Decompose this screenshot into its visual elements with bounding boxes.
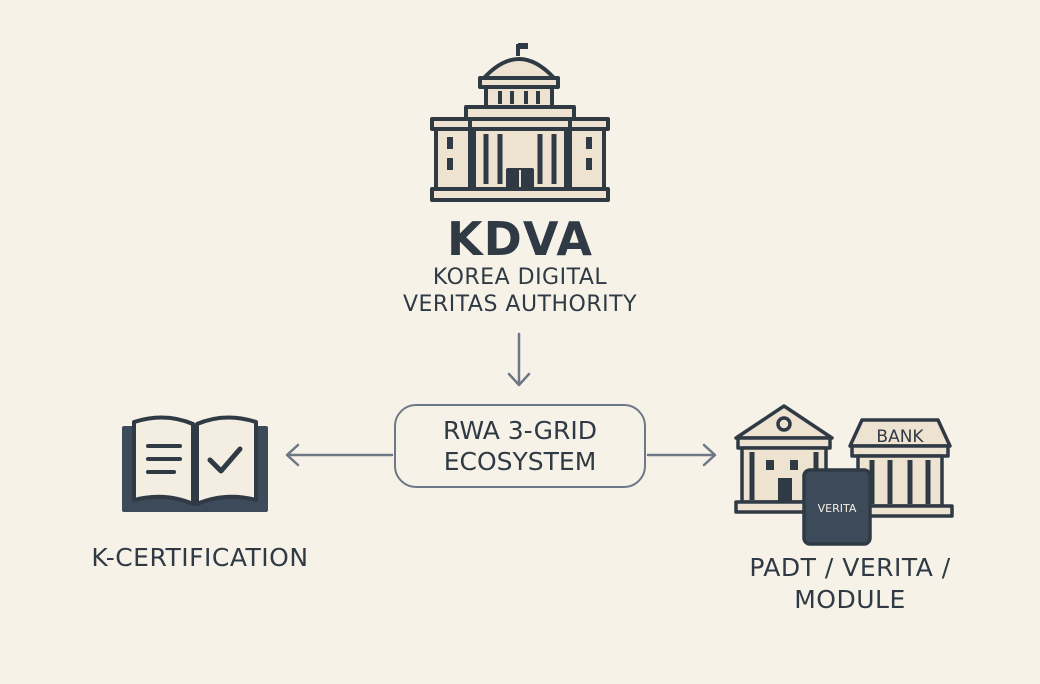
- arrow-right: [646, 443, 717, 467]
- ecosystem-line2: ECOSYSTEM: [443, 447, 597, 476]
- ecosystem-box: RWA 3-GRID ECOSYSTEM: [394, 404, 646, 488]
- ecosystem-line1: RWA 3-GRID: [443, 416, 597, 445]
- authority-title: KDVA: [447, 212, 593, 266]
- arrow-left: [285, 443, 394, 467]
- module-label-line1: PADT / VERITA /: [749, 553, 951, 582]
- bank-sign: BANK: [876, 427, 924, 447]
- government-building-icon: [430, 43, 610, 202]
- certification-label: K-CERTIFICATION: [91, 543, 309, 572]
- verita-device-label: VERITA: [818, 502, 857, 515]
- arrow-down: [507, 332, 531, 387]
- module-label-line2: MODULE: [794, 585, 906, 614]
- open-book-check-icon: [122, 415, 268, 512]
- authority-subtitle-line1: KOREA DIGITAL: [432, 265, 608, 290]
- bank-cluster-icon: [734, 404, 954, 546]
- authority-subtitle-line2: VERITAS AUTHORITY: [402, 292, 638, 317]
